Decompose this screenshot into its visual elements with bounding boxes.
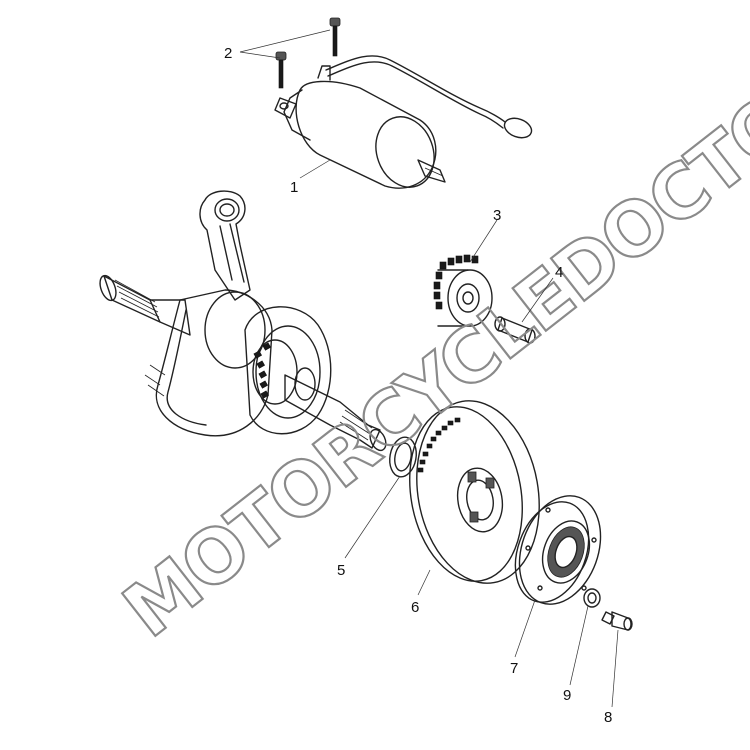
callout-5: 5 xyxy=(337,562,345,579)
watermark: MOTORCYCLEDOCTOR xyxy=(108,43,750,654)
callout-2: 2 xyxy=(224,45,232,62)
crankshaft xyxy=(99,190,387,452)
callout-9: 9 xyxy=(563,687,571,704)
callout-6: 6 xyxy=(411,599,419,616)
clutch-bolt xyxy=(601,611,633,631)
starter-motor xyxy=(274,55,533,189)
callout-3: 3 xyxy=(493,207,501,224)
washer-9 xyxy=(583,588,601,608)
callout-1: 1 xyxy=(290,179,298,196)
idler-gear xyxy=(433,254,493,327)
leader-lines xyxy=(239,29,619,708)
idler-shaft xyxy=(494,316,536,344)
starter-clutch xyxy=(514,495,602,605)
callout-8: 8 xyxy=(604,709,612,726)
callout-7: 7 xyxy=(510,660,518,677)
callout-4: 4 xyxy=(555,264,563,281)
starter-driven-gear xyxy=(409,400,540,584)
